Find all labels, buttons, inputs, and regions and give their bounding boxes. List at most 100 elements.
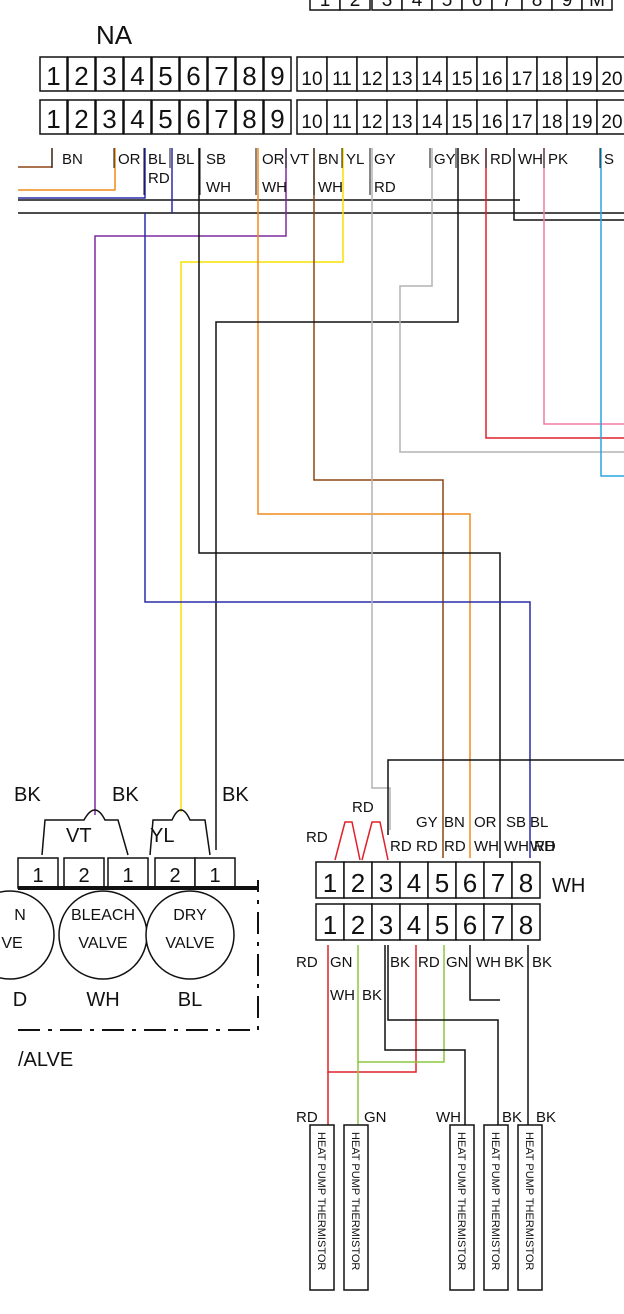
- na-bottom-cell: [386, 99, 418, 135]
- wh-top-label: RD: [390, 838, 412, 855]
- wire-red-therm: [327, 945, 417, 1073]
- valve-wire-label: BK: [112, 784, 139, 806]
- wh-bottom-label: RD: [418, 954, 440, 971]
- na-wire-label: WH: [318, 179, 343, 196]
- na-top-cell: [296, 56, 328, 92]
- connector-wh-label: WH: [552, 875, 585, 897]
- valve-pin-cell: [194, 857, 236, 889]
- na-partial-pin: M: [589, 0, 605, 11]
- na-bottom-pin: 7: [214, 104, 228, 134]
- na-bottom-pin: 11: [332, 112, 352, 133]
- na-bottom-cell: [179, 99, 208, 135]
- valve-circle-dry: [145, 890, 235, 980]
- na-wire-label: RD: [374, 179, 396, 196]
- na-wire-label: BK: [460, 151, 480, 168]
- na-bottom-cell: [207, 99, 236, 135]
- wh-top-label: OR: [474, 814, 497, 831]
- valve-pin-cell: [154, 857, 196, 889]
- wire-brown-wh: [313, 148, 444, 858]
- na-partial-pin: 8: [532, 0, 543, 11]
- wh-top-pin: 6: [463, 868, 477, 898]
- na-top-pin: 18: [541, 69, 562, 90]
- wire-orange-left: [18, 148, 116, 191]
- thermistor-name: HEAT PUMP THERMISTOR: [349, 1132, 361, 1270]
- valve-pin-cell: [17, 857, 59, 889]
- wh-top-pin: 7: [491, 868, 505, 898]
- wh-bottom-pin: 6: [463, 910, 477, 940]
- na-bottom-pin: 4: [130, 104, 144, 134]
- na-top-pin: 5: [158, 61, 172, 91]
- na-wire-label: RD: [490, 151, 512, 168]
- wh-top-pin: 5: [435, 868, 449, 898]
- wh-top-label: RD: [534, 838, 556, 855]
- na-top-pin: 4: [130, 61, 144, 91]
- na-bottom-pin: 18: [541, 112, 562, 133]
- valve-wire-label: YL: [150, 825, 174, 847]
- na-bottom-cell: [326, 99, 358, 135]
- wh-bottom-label: BK: [504, 954, 524, 971]
- na-bottom-pin: 6: [186, 104, 200, 134]
- na-bottom-pin: 8: [242, 104, 256, 134]
- na-bottom-cell: [39, 99, 68, 135]
- na-partial-pin: 1: [320, 0, 331, 11]
- wh-top-cell: [399, 861, 429, 899]
- na-bottom-pin: 14: [421, 112, 443, 133]
- thermistor-name: HEAT PUMP THERMISTOR: [315, 1132, 327, 1270]
- wh-top-cell: [511, 861, 541, 899]
- valve-bleach-color: WH: [86, 989, 119, 1011]
- valve-bleach-line1: BLEACH: [71, 907, 135, 924]
- thermistor-group: HEAT PUMP THERMISTOR HEAT PUMP THERMISTOR…: [296, 1109, 556, 1291]
- na-top-cell: [263, 56, 292, 92]
- na-top-pin: 8: [242, 61, 256, 91]
- na-wire-label: BN: [318, 151, 339, 168]
- valve-wire-label: BK: [14, 784, 41, 806]
- na-top-pin: 14: [421, 69, 443, 90]
- na-top-pin: 20: [601, 69, 622, 90]
- na-partial-pin: 3: [382, 0, 393, 11]
- valve-circle-partial: [0, 890, 55, 980]
- wire-yellow: [180, 148, 344, 812]
- wires: [18, 148, 624, 1125]
- wh-bottom-label: BK: [390, 954, 410, 971]
- na-top-cell: [326, 56, 358, 92]
- wire-violet: [94, 148, 287, 815]
- na-top-pin: 10: [301, 69, 322, 90]
- wh-top-label: WH: [504, 838, 529, 855]
- na-top-cell: [207, 56, 236, 92]
- wh-top-label: RD: [352, 799, 374, 816]
- na-wire-label: OR: [118, 151, 141, 168]
- valve-pin-number: 1: [209, 865, 220, 887]
- na-top-cell: [95, 56, 124, 92]
- na-bottom-pin: 3: [102, 104, 116, 134]
- na-top-pin: 16: [481, 69, 502, 90]
- na-partial-cell: [339, 0, 371, 11]
- na-bottom-cell: [151, 99, 180, 135]
- na-bottom-pin: 10: [301, 112, 322, 133]
- thermistor-name: HEAT PUMP THERMISTOR: [489, 1132, 501, 1270]
- na-top-cell: [235, 56, 264, 92]
- na-top-cell: [123, 56, 152, 92]
- na-top-pin: 17: [511, 69, 532, 90]
- wire-gray-rd: [371, 148, 391, 830]
- na-wire-label: OR: [262, 151, 285, 168]
- wh-top-cell: [343, 861, 373, 899]
- wh-top-label: RD: [306, 829, 328, 846]
- na-bottom-cell: [506, 99, 538, 135]
- na-top-cell: [476, 56, 508, 92]
- valve-pin-number: 2: [169, 865, 180, 887]
- na-partial-cell: [521, 0, 553, 11]
- valve-wire-label: VT: [66, 825, 92, 847]
- na-top-pin: 7: [214, 61, 228, 91]
- thermistor-body: [517, 1124, 543, 1291]
- wh-top-label: RD: [416, 838, 438, 855]
- na-top-cell: [596, 56, 624, 92]
- na-partial-cell: [461, 0, 493, 11]
- na-top-cell: [179, 56, 208, 92]
- na-bottom-cell: [476, 99, 508, 135]
- na-bottom-pin: 2: [74, 104, 88, 134]
- na-top-pin: 19: [571, 69, 592, 90]
- wh-bottom-label: RD: [296, 954, 318, 971]
- wh-bottom-pin: 1: [323, 910, 337, 940]
- na-partial-pin: 6: [472, 0, 483, 11]
